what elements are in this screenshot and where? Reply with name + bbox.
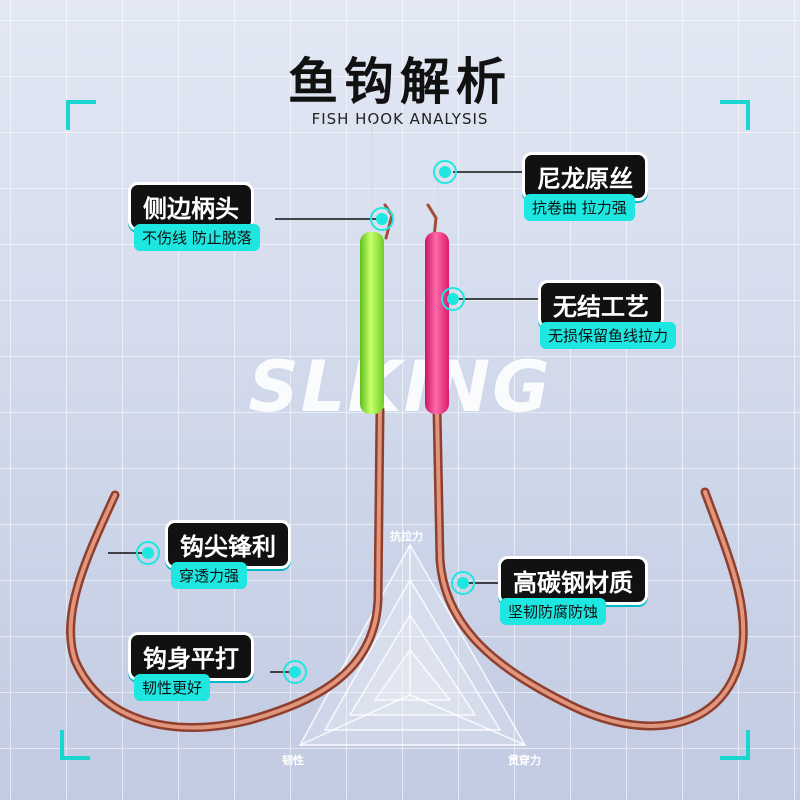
sleeve-green (360, 232, 384, 414)
callout-title: 尼龙原丝 (522, 152, 648, 201)
corner-bracket-bottom-left (60, 730, 90, 760)
hook-right (426, 203, 748, 731)
radar-label-penetration: 贯穿力 (508, 754, 541, 767)
callout-side-shank: 侧边柄头 不伤线 防止脱落 (128, 182, 260, 251)
callout-carbon: 高碳钢材质 坚韧防腐防蚀 (498, 556, 648, 625)
callout-nylon: 尼龙原丝 抗卷曲 拉力强 (522, 152, 648, 221)
page-title: 鱼钩解析 (288, 53, 512, 111)
callout-lines (108, 171, 540, 673)
callout-flat-body: 钩身平打 韧性更好 (128, 632, 254, 701)
callout-title: 高碳钢材质 (498, 556, 648, 605)
radar-label-toughness: 韧性 (282, 754, 304, 767)
callout-point: 钩尖锋利 穿透力强 (165, 520, 291, 589)
callout-desc: 不伤线 防止脱落 (134, 224, 260, 251)
callout-desc: 抗卷曲 拉力强 (524, 194, 635, 221)
corner-bracket-top-left (66, 100, 96, 130)
callout-knotless: 无结工艺 无损保留鱼线拉力 (538, 280, 677, 349)
callout-desc: 穿透力强 (171, 562, 248, 589)
callout-title: 无结工艺 (538, 280, 664, 329)
brand-watermark: SLKING (248, 346, 552, 428)
callout-title: 钩身平打 (128, 632, 254, 681)
radar-chart (298, 543, 527, 746)
callout-title: 钩尖锋利 (165, 520, 291, 569)
callout-markers (136, 160, 475, 684)
radar-label-tensile: 抗拉力 (390, 530, 423, 543)
corner-bracket-top-right (720, 100, 750, 130)
callout-desc: 坚韧防腐防蚀 (500, 598, 607, 625)
callout-desc: 无损保留鱼线拉力 (540, 322, 677, 349)
sleeve-pink (425, 232, 449, 414)
callout-desc: 韧性更好 (134, 674, 211, 701)
page-subtitle: FISH HOOK ANALYSIS (311, 110, 489, 128)
corner-bracket-bottom-right (720, 730, 750, 760)
